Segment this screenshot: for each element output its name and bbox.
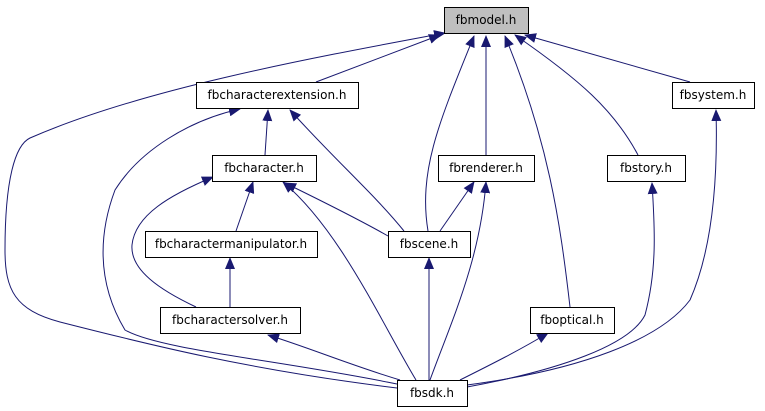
node-box: [145, 231, 318, 258]
node-fbrenderer[interactable]: fbrenderer.h: [438, 155, 535, 182]
node-label: fbrenderer.h: [449, 161, 523, 175]
node-fbcharactermanipulator[interactable]: fbcharactermanipulator.h: [145, 231, 318, 258]
edge-line: [514, 34, 639, 156]
edge-fboptical-to-fbmodel: [504, 35, 571, 308]
node-fbsdk[interactable]: fbsdk.h: [397, 380, 468, 407]
edge-line: [282, 181, 417, 381]
node-label: fbsdk.h: [410, 386, 454, 400]
edge-fbsdk-to-fboptical: [459, 332, 549, 381]
node-label: fboptical.h: [540, 313, 604, 327]
edge-fbsdk-to-fbcharactersolver: [267, 333, 401, 381]
node-box: [160, 307, 301, 334]
node-box: [212, 155, 317, 182]
edge-line: [4, 30, 446, 389]
edge-fbsdk-to-fbcharacterextension: [102, 106, 398, 385]
edge-line: [466, 109, 722, 386]
edge-line: [284, 182, 389, 237]
node-box: [444, 7, 529, 34]
edge-line: [262, 109, 273, 156]
edge-line: [102, 106, 398, 385]
node-fbcharacterextension[interactable]: fbcharacterextension.h: [196, 82, 359, 109]
edge-line: [524, 33, 691, 83]
edge-line: [459, 332, 549, 381]
edge-line: [131, 176, 214, 308]
edge-line: [439, 181, 475, 232]
edge-line: [315, 34, 441, 83]
edge-line: [235, 181, 255, 232]
node-fbcharacter[interactable]: fbcharacter.h: [212, 155, 317, 182]
edge-fbscene-to-fbcharacter: [284, 182, 389, 237]
edge-fbsystem-to-fbmodel: [524, 33, 691, 83]
node-label: fbstory.h: [620, 161, 672, 175]
edge-line: [425, 35, 475, 232]
edge-fbcharactersolver-to-fbcharacter: [131, 176, 214, 308]
edge-line: [429, 181, 491, 381]
edge-fbcharactermanipulator-to-fbcharacter: [235, 181, 255, 232]
edge-line: [466, 182, 658, 388]
edge-fbsdk-to-fbrenderer: [429, 181, 491, 381]
edge-line: [289, 109, 405, 232]
edge-fbcharacterextension-to-fbmodel: [315, 34, 441, 83]
edge-fbscene-to-fbcharacterextension: [289, 109, 405, 232]
node-fboptical[interactable]: fboptical.h: [530, 307, 615, 334]
edge-fbsdk-to-fbcharacter: [282, 181, 417, 381]
node-box: [388, 231, 471, 258]
node-label: fbcharactermanipulator.h: [155, 237, 307, 251]
node-box: [530, 307, 615, 334]
node-fbmodel: fbmodel.h: [444, 7, 529, 34]
node-fbstory[interactable]: fbstory.h: [607, 155, 686, 182]
node-label: fbcharacterextension.h: [208, 88, 347, 102]
node-fbsystem[interactable]: fbsystem.h: [672, 82, 755, 109]
edge-fbscene-to-fbmodel: [425, 35, 475, 232]
edge-fbstory-to-fbmodel: [514, 34, 639, 156]
node-label: fbscene.h: [400, 237, 458, 251]
edge-fbsdk-to-fbsystem: [466, 109, 722, 386]
edge-fbsdk-to-fbmodel: [4, 30, 446, 389]
node-fbscene[interactable]: fbscene.h: [388, 231, 471, 258]
node-fbcharactersolver[interactable]: fbcharactersolver.h: [160, 307, 301, 334]
node-label: fbcharacter.h: [224, 161, 304, 175]
edge-fbsdk-to-fbstory: [466, 182, 658, 388]
node-box: [196, 82, 359, 109]
node-label: fbcharactersolver.h: [172, 313, 288, 327]
edge-fbscene-to-fbrenderer: [439, 181, 475, 232]
edge-fbcharacter-to-fbcharacterextension: [262, 109, 273, 156]
edge-line: [267, 333, 401, 381]
node-label: fbmodel.h: [456, 13, 517, 27]
node-box: [672, 82, 755, 109]
node-box: [397, 380, 468, 407]
node-label: fbsystem.h: [680, 88, 747, 102]
node-box: [438, 155, 535, 182]
edge-line: [504, 35, 571, 308]
node-box: [607, 155, 686, 182]
